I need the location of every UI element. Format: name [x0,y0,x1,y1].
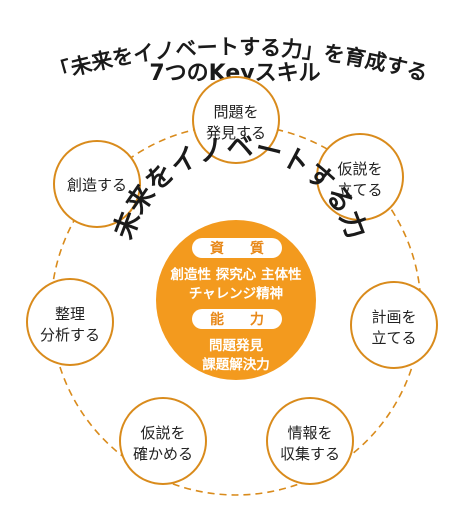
skill-node-label: 発見する [206,124,266,142]
skill-node-label: 情報を [287,424,332,442]
skill-node-circle [53,140,141,228]
skill-node-label: 分析する [40,326,100,344]
qualities-pill-label: 資 質 [210,240,270,257]
skill-node-label: 問題を [213,103,258,121]
skill-node-label: 創造する [67,176,127,194]
skill-node-label: 立てる [371,329,416,347]
skill-node-circle [316,133,404,221]
skill-node-circle [119,397,207,485]
skill-nodes: 問題を発見する仮説を立てる計画を立てる情報を収集する仮説を確かめる整理分析する創… [26,76,438,485]
abilities-line2: 課題解決力 [202,356,270,373]
skill-node-circle [350,281,438,369]
skill-node-circle [266,397,354,485]
skill-node-souzou: 創造する [53,140,141,228]
skill-node-label: 確かめる [133,445,193,463]
qualities-pill [192,238,282,258]
center-circle [156,220,316,380]
skill-node-label: 収集する [280,445,340,463]
abilities-pill-label: 能 力 [210,311,270,328]
abilities-line1: 問題発見 [209,337,263,354]
skill-node-circle [26,278,114,366]
skill-node-label: 計画を [371,308,416,326]
skill-node-label: 立てる [337,181,382,199]
skill-node-label: 仮説を [140,424,185,442]
skill-node-label: 整理 [55,305,85,323]
skill-node-label: 仮説を [337,160,382,178]
abilities-pill [192,309,282,329]
qualities-line2: チャレンジ精神 [189,285,283,302]
skill-node-circle [192,76,280,164]
qualities-line1: 創造性 探究心 主体性 [170,266,302,283]
